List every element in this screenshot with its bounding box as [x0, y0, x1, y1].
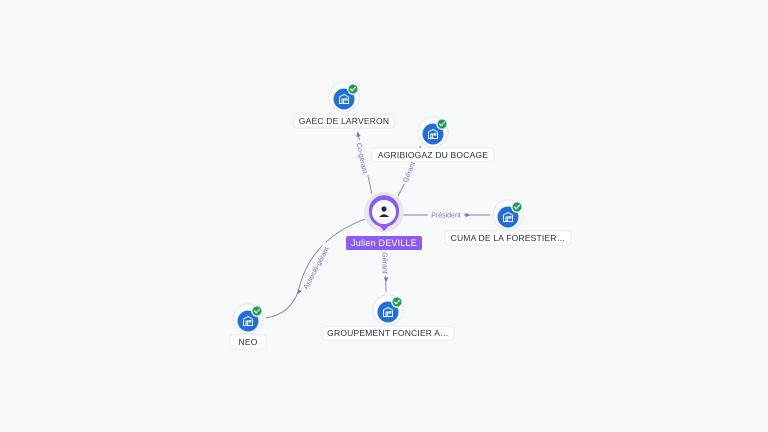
- company-name-tag: [229, 334, 267, 350]
- edge-label-group: Associé-gérant: [298, 241, 333, 294]
- company-name-tag: [371, 147, 495, 163]
- relation-edge-cuma[interactable]: Président: [402, 210, 490, 219]
- person-icon: [379, 206, 389, 217]
- building-icon: [339, 93, 349, 104]
- edge-arrow-icon: [383, 277, 389, 283]
- company-node-cuma[interactable]: CUMA DE LA FORESTIER…: [444, 199, 572, 246]
- building-icon: [428, 128, 438, 139]
- company-name: AGRIBIOGAZ DU BOCAGE: [378, 150, 488, 160]
- company-node-neo[interactable]: NEO: [229, 303, 267, 350]
- relation-role-label: Gérant: [381, 252, 388, 273]
- company-node-agribiogaz[interactable]: AGRIBIOGAZ DU BOCAGE: [371, 116, 495, 163]
- relation-edge-gaec[interactable]: Co-gérant: [354, 131, 373, 195]
- edge-line: [265, 217, 369, 319]
- relation-role-label: Président: [431, 212, 461, 219]
- edge-arrow-icon: [465, 212, 471, 218]
- verified-check-icon: [347, 83, 359, 95]
- company-node-groupement[interactable]: GROUPEMENT FONCIER A…: [321, 294, 455, 341]
- edge-label-group: Co-gérant: [354, 139, 371, 177]
- verified-check-icon: [391, 296, 403, 308]
- edge-label-group: Président: [427, 210, 465, 219]
- verified-check-icon: [251, 305, 263, 317]
- building-icon: [503, 211, 513, 222]
- building-icon: [383, 306, 393, 317]
- company-name: GAEC DE LARVERON: [299, 116, 389, 126]
- verified-check-icon: [511, 201, 523, 213]
- company-nodes: GAEC DE LARVERON AGRIBIOGAZ DU BOCAGE CUMA…: [229, 81, 572, 350]
- relation-edge-groupement[interactable]: Gérant: [381, 249, 390, 293]
- relation-role-label: Associé-gérant: [303, 246, 331, 291]
- edge-arrow-icon: [297, 288, 303, 295]
- relation-edge-neo[interactable]: Associé-gérant: [265, 217, 369, 319]
- building-icon: [243, 315, 253, 326]
- person-name: Julien DEVILLE: [351, 238, 417, 248]
- company-name: NEO: [238, 337, 257, 347]
- company-name: CUMA DE LA FORESTIER…: [451, 233, 566, 243]
- company-name-tag: [293, 113, 395, 129]
- person-node-inner: [372, 200, 396, 224]
- edge-label-group: Gérant: [381, 250, 390, 276]
- verified-check-icon: [436, 118, 448, 130]
- company-name-tag: [444, 230, 572, 246]
- company-name-tag: [321, 325, 455, 341]
- person-name-tag: [346, 236, 422, 250]
- person-node[interactable]: Julien DEVILLE: [346, 192, 422, 250]
- company-node-gaec[interactable]: GAEC DE LARVERON: [293, 81, 395, 129]
- edge-arrow-icon: [356, 131, 361, 137]
- company-name: GROUPEMENT FONCIER A…: [327, 328, 449, 338]
